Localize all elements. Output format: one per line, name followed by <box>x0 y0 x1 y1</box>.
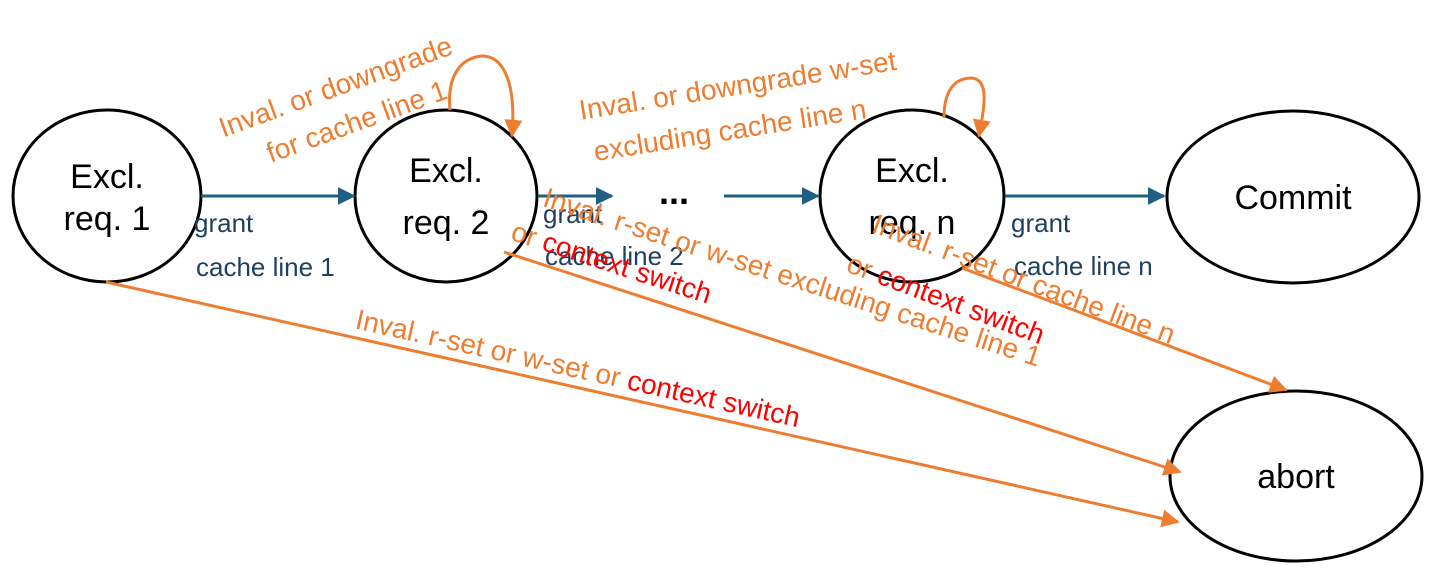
abort-label-from-1-text: Inval. r-set or w-set or context switch <box>353 304 803 433</box>
grant-label-1: grant cache line 1 <box>194 208 335 282</box>
node-excl-req-n-line2: req. n <box>869 204 956 242</box>
node-excl-req-1: Excl. req. 1 <box>11 108 203 284</box>
grant-label-n: grant cache line n <box>1011 208 1153 281</box>
self-loop-req-2 <box>448 54 523 138</box>
grant-label-1-line2: cache line 1 <box>196 252 335 282</box>
abort-label-from-1: Inval. r-set or w-set or context switch <box>353 304 803 433</box>
edge-abort-from-n <box>961 266 1288 393</box>
edge-abort-from-1 <box>105 280 1180 528</box>
grant-label-2-line1: grant <box>543 199 603 229</box>
node-abort-label: abort <box>1257 458 1335 496</box>
grant-label-n-line1: grant <box>1011 208 1071 238</box>
abort-label-from-1-highlight: context switch <box>625 365 803 434</box>
self-loop-req-n <box>942 76 991 138</box>
grant-label-2-line2: cache line 2 <box>545 241 684 271</box>
node-commit-label: Commit <box>1234 179 1352 217</box>
edge-abort-from-2 <box>503 250 1182 476</box>
node-excl-req-n-line1: Excl. <box>875 152 949 190</box>
grant-label-2: grant cache line 2 <box>543 199 684 271</box>
node-excl-req-2-line2: req. 2 <box>403 204 490 242</box>
node-excl-req-1-line2: req. 1 <box>64 200 151 238</box>
node-excl-req-2-line1: Excl. <box>409 152 483 190</box>
abort-label-from-1-prefix: Inval. r-set or w-set or <box>353 304 632 395</box>
ellipsis: ... <box>659 171 689 212</box>
node-abort: abort <box>1168 389 1424 563</box>
grant-label-n-line2: cache line n <box>1014 251 1153 281</box>
grant-label-1-line1: grant <box>194 208 254 238</box>
node-commit: Commit <box>1165 109 1421 285</box>
node-excl-req-1-line1: Excl. <box>70 158 144 196</box>
node-excl-req-2: Excl. req. 2 <box>353 108 539 284</box>
node-excl-req-n: Excl. req. n <box>818 108 1006 284</box>
